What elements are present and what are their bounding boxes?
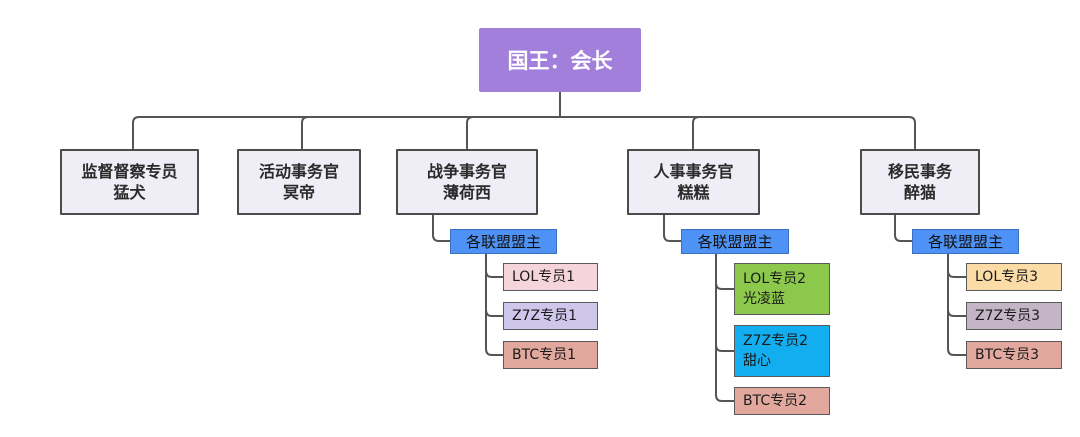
leaf-lol-1[interactable]: LOL专员1 <box>503 263 598 291</box>
leaf-btc-2[interactable]: BTC专员2 <box>734 387 830 415</box>
connector-line <box>692 116 700 149</box>
connector-line <box>947 309 966 317</box>
leaf-lol-2[interactable]: LOL专员2 光凌蓝 <box>734 263 830 315</box>
connector-line <box>485 309 503 317</box>
dept-label: 移民事务 醉猫 <box>887 162 952 202</box>
leaf-lol-3[interactable]: LOL专员3 <box>966 263 1062 291</box>
connector-line <box>894 215 912 242</box>
dept-supervision[interactable]: 监督督察专员 猛犬 <box>60 149 199 215</box>
connector-line <box>947 270 966 278</box>
connector-line <box>432 215 450 242</box>
root-node-king[interactable]: 国王：会长 <box>479 28 641 92</box>
leaf-btc-3[interactable]: BTC专员3 <box>966 341 1062 369</box>
dept-label: 战争事务官 薄荷西 <box>426 162 507 202</box>
connector-line <box>132 116 916 149</box>
alliance-leaders-personnel[interactable]: 各联盟盟主 <box>681 229 789 254</box>
dept-war[interactable]: 战争事务官 薄荷西 <box>396 149 538 215</box>
leaf-z7z-1[interactable]: Z7Z专员1 <box>503 302 598 330</box>
connector-line <box>301 116 309 149</box>
connector-line <box>485 270 503 278</box>
connector-line <box>715 254 734 402</box>
dept-personnel[interactable]: 人事事务官 糕糕 <box>627 149 760 215</box>
connector-line <box>947 254 966 356</box>
leaf-z7z-2[interactable]: Z7Z专员2 甜心 <box>734 325 830 377</box>
connector-line <box>715 344 734 352</box>
connector-line <box>466 116 474 149</box>
alliance-leaders-immigration[interactable]: 各联盟盟主 <box>912 229 1019 254</box>
dept-activities[interactable]: 活动事务官 冥帝 <box>237 149 361 215</box>
leaf-z7z-3[interactable]: Z7Z专员3 <box>966 302 1062 330</box>
connector-line <box>485 254 503 356</box>
connector-line <box>715 282 734 290</box>
dept-label: 活动事务官 冥帝 <box>258 162 339 202</box>
connector-line <box>663 215 681 242</box>
dept-label: 监督督察专员 猛犬 <box>81 162 178 202</box>
dept-immigration[interactable]: 移民事务 醉猫 <box>860 149 980 215</box>
dept-label: 人事事务官 糕糕 <box>653 162 734 202</box>
leaf-btc-1[interactable]: BTC专员1 <box>503 341 598 369</box>
alliance-leaders-war[interactable]: 各联盟盟主 <box>450 229 557 254</box>
